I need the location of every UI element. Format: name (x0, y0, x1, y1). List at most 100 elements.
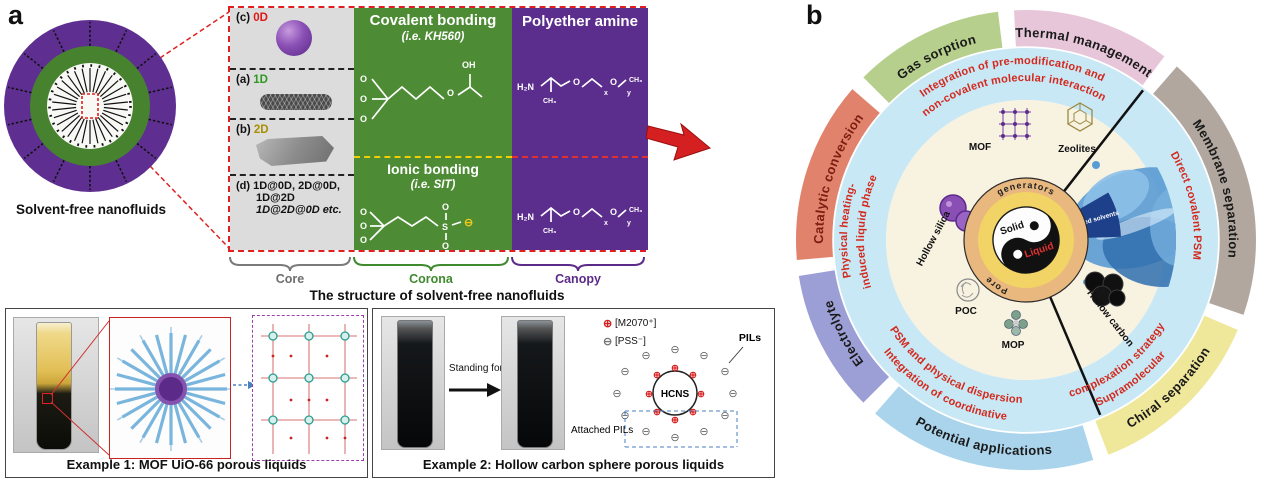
panel-b-diagram: MOF Zeolites Hollow silica POC MOP Hollo… (796, 10, 1256, 470)
example1-caption: Example 1: MOF UiO-66 porous liquids (66, 457, 307, 472)
example2-vial-photo-before (381, 316, 445, 450)
core-label: Core (275, 272, 305, 286)
minus-icon: ⊖ (641, 426, 650, 438)
minus-icon: ⊖ (699, 350, 708, 362)
subscript-y: y (627, 220, 631, 227)
segment-membrane-separation (1151, 66, 1256, 315)
2d-sheet-icon (256, 136, 334, 166)
structure-caption: The structure of solvent-free nanofluids (309, 288, 565, 303)
polyether-amine-title: Polyether amine (522, 13, 638, 30)
structure-box: (c) 0D (a) 1D (b) 2D (d) 1D@0D, 2D@0D, 1… (228, 6, 648, 254)
plus-icon: ⊕ (689, 407, 697, 418)
core-brace (229, 256, 351, 272)
segment-gas-sorption (863, 11, 1003, 105)
minus-icon: ⊖ (464, 217, 473, 229)
row-tag: (a) (236, 74, 251, 86)
atom-label: O (573, 77, 580, 87)
row-dim-1d: 1D (253, 74, 268, 86)
ionic-bonding-title: Ionic bonding (387, 161, 479, 177)
zoom-square (42, 393, 53, 404)
canopy-label: Canopy (555, 272, 601, 286)
panel-a-letter: a (8, 0, 24, 30)
atom-label: O (573, 207, 580, 217)
polyether-amine-structure-top: H₂N CH₃ O x O y CH₃ (517, 76, 642, 105)
1d-nanotube-icon (260, 94, 332, 110)
core-row-hybrid: (d) 1D@0D, 2D@0D, 1D@2D 1D@2D@0D etc. (230, 176, 354, 254)
kh560-structure: O O O O OH (360, 60, 483, 124)
minus-icon: ⊖ (728, 388, 737, 400)
poc-icon (956, 278, 980, 302)
atom-label: O (442, 241, 449, 251)
panel-b-letter: b (806, 0, 823, 30)
mof-nanofluid-star (109, 317, 231, 459)
core-disc (47, 63, 133, 149)
column-braces (229, 256, 645, 272)
atom-label: O (360, 74, 367, 84)
core-row-1d: (a) 1D (230, 70, 354, 120)
mof-icon (999, 108, 1031, 140)
dark-vial-before (397, 320, 433, 448)
subscript-x: x (604, 220, 608, 227)
hcns-sphere (652, 370, 698, 416)
atom-label: O (360, 235, 367, 245)
application-ring (796, 10, 1256, 470)
segment-thermal-management (1014, 10, 1165, 87)
hcns-diagram: ⊕ [M2070⁺] ⊖ [PSS⁻] ⊖ ⊖ ⊖ ⊖ ⊖ ⊖ ⊖ ⊖ ⊖ ⊖ … (571, 318, 761, 448)
row-tag: (b) (236, 124, 251, 136)
minus-icon: ⊖ (720, 410, 729, 422)
zoom-region-box (81, 93, 99, 119)
plus-icon: ⊕ (653, 370, 661, 381)
subscript-x: x (604, 90, 608, 97)
yellow-vial (36, 322, 72, 450)
hybrid-line-1: 1D@0D, 2D@0D, (253, 180, 340, 192)
yellow-divider (354, 156, 512, 158)
example1-vial-photo (13, 317, 99, 453)
mop-label: MOP (1002, 340, 1025, 351)
segment-potential-applications (875, 384, 1094, 470)
strategy-ring (834, 48, 1218, 432)
uio66-lattice (252, 315, 364, 461)
row-tag: (d) (236, 180, 251, 192)
right-arrow-icon (449, 383, 501, 397)
solvent-free-nanofluid-schematic (4, 20, 176, 192)
subscript-y: y (627, 90, 631, 97)
red-divider (512, 156, 648, 158)
star-spikes (115, 333, 227, 445)
atom-label: O (447, 88, 454, 98)
sit-structure: O O O S O O ⊖ (360, 202, 473, 251)
atom-label: OH (462, 60, 476, 70)
canopy-chain-icons (7, 22, 173, 190)
atom-label: CH₃ (543, 98, 556, 105)
minus-icon: ⊖ (670, 344, 679, 356)
atom-label: CH₃ (629, 77, 642, 84)
atom-label: H₂N (517, 82, 534, 92)
mof-label: MOF (969, 142, 991, 153)
minus-icon: ⊖ (670, 432, 679, 444)
dark-vial-after (517, 320, 553, 448)
segment-catalytic-conversion (796, 89, 882, 261)
minus-icon: ⊖ (641, 350, 650, 362)
atom-label: O (360, 207, 367, 217)
minus-icon: ⊖ (620, 366, 629, 378)
atom-label: O (360, 221, 367, 231)
polyether-amine-structure-bottom: H₂N CH₃ O x O y CH₃ (517, 206, 642, 235)
minus-icon: ⊖ (699, 426, 708, 438)
canopy-brace (511, 256, 645, 272)
atom-label: O (360, 114, 367, 124)
row-dim-0d: 0D (253, 12, 268, 24)
corona-brace (353, 256, 509, 272)
row-tag: (c) (236, 12, 251, 24)
plus-icon: ⊕ (697, 389, 705, 400)
atom-label: O (610, 77, 617, 87)
0d-sphere-icon (276, 20, 312, 56)
standing-label: Standing for 12 h (448, 363, 526, 374)
legend-m2070: [M2070⁺] (615, 318, 657, 329)
hybrid-line-2: 1D@2D (256, 192, 295, 204)
example2-vial-photo-after (501, 316, 565, 450)
minus-icon: ⊖ (620, 410, 629, 422)
zeolites-icon (1067, 102, 1093, 132)
hollow-carbon-icon (1084, 271, 1126, 307)
covalent-bonding-title: Covalent bonding (369, 12, 497, 29)
core-row-0d: (c) 0D (230, 8, 354, 70)
ionic-bonding-sub: (i.e. SIT) (410, 179, 456, 191)
